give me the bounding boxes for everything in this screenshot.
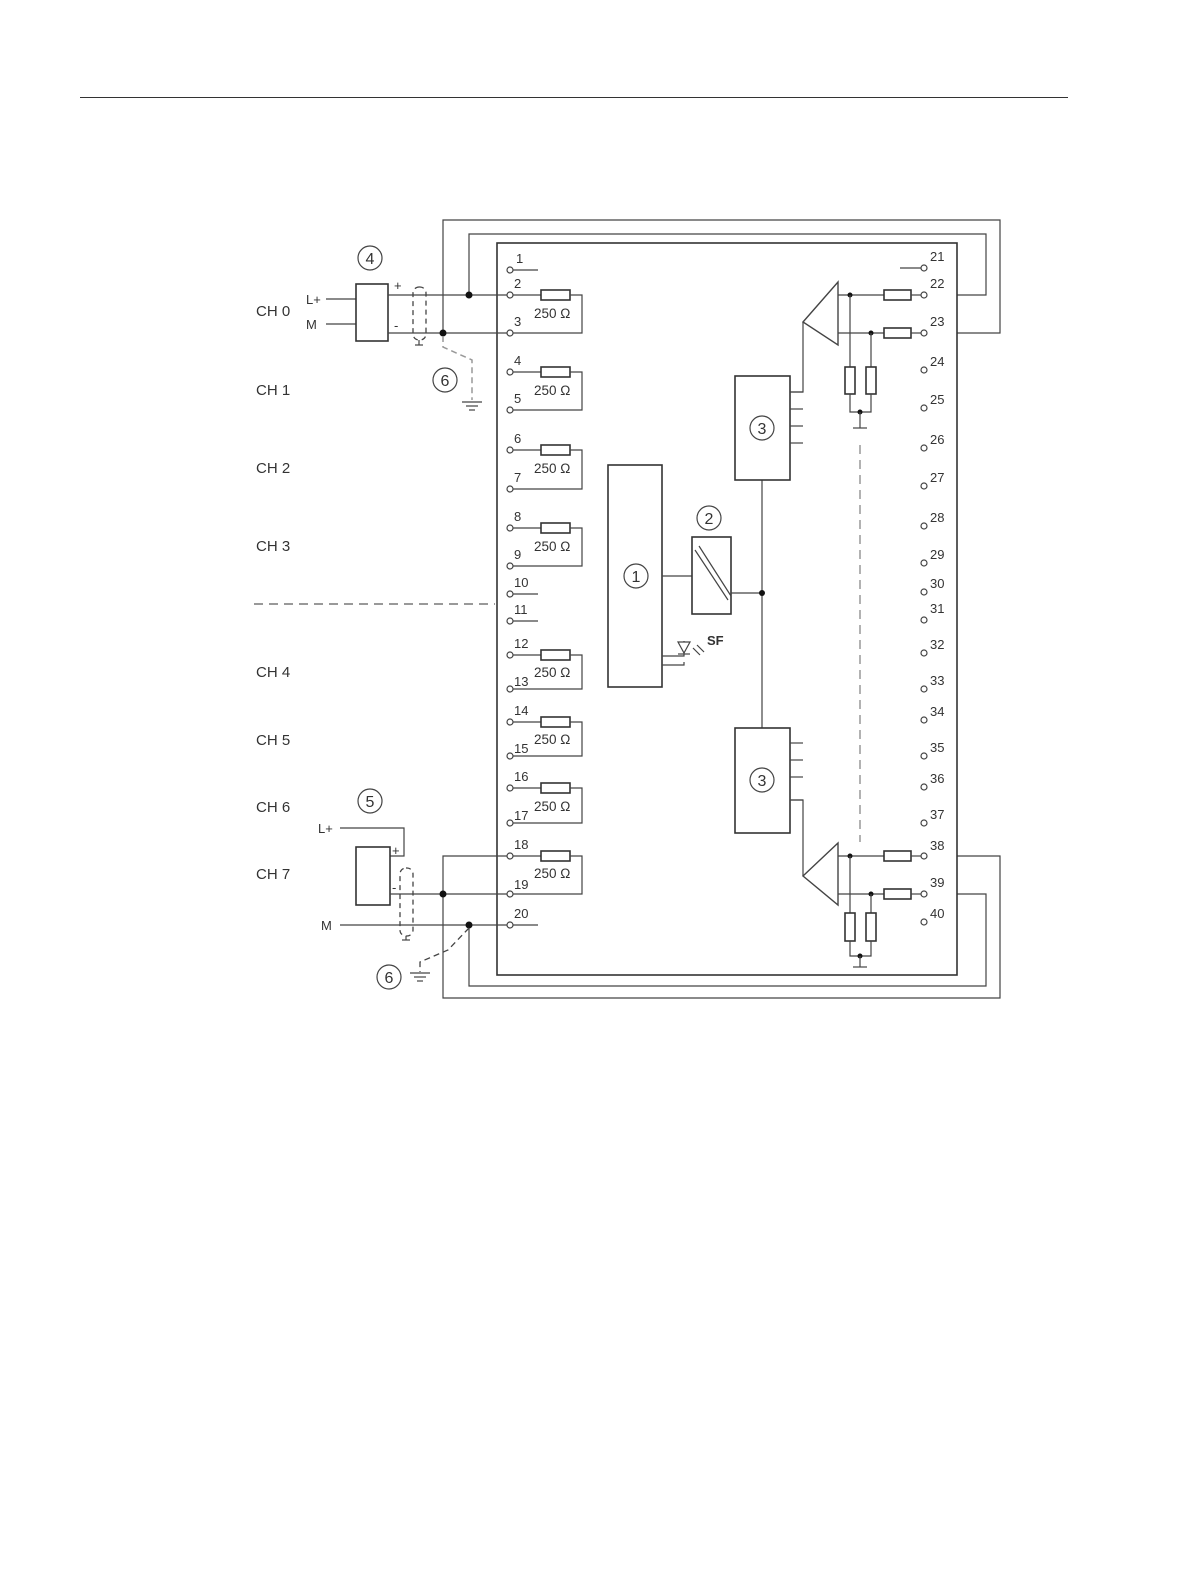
- transducer-5: 5 L+ + - M 6: [318, 789, 507, 989]
- pin-label-7: 7: [514, 470, 521, 485]
- pin-label-10: 10: [514, 575, 528, 590]
- channel-label-7: CH 7: [256, 866, 290, 883]
- pin-label-4: 4: [514, 353, 521, 368]
- pin-label-12: 12: [514, 636, 528, 651]
- ch7-plus-label: +: [392, 843, 400, 858]
- channel-label-4: CH 4: [256, 664, 290, 681]
- pin-label-37: 37: [930, 807, 944, 822]
- resistor-label-ch5: 250 Ω: [534, 732, 570, 747]
- transducer-4: 4 L+ M + - 6: [306, 246, 507, 410]
- callout-5: 5: [366, 794, 375, 811]
- ch0-plus-label: +: [394, 278, 402, 293]
- pin-label-19: 19: [514, 877, 528, 892]
- ch0-lplus-label: L+: [306, 292, 321, 307]
- pin-label-2: 2: [514, 276, 521, 291]
- shield-ch7: [400, 868, 413, 936]
- pin-label-16: 16: [514, 769, 528, 784]
- resistor-label-ch7: 250 Ω: [534, 866, 570, 881]
- callout-6b: 6: [385, 970, 394, 987]
- pin-label-24: 24: [930, 354, 944, 369]
- ch7-minus-label: -: [392, 880, 396, 895]
- pin-label-22: 22: [930, 276, 944, 291]
- pin-label-26: 26: [930, 432, 944, 447]
- pin-label-30: 30: [930, 576, 944, 591]
- pin-label-40: 40: [930, 906, 944, 921]
- transducer-5-box: [356, 847, 390, 905]
- callout-4: 4: [366, 251, 375, 268]
- pin-label-6: 6: [514, 431, 521, 446]
- pin-label-20: 20: [514, 906, 528, 921]
- pin-label-17: 17: [514, 808, 528, 823]
- transducer-4-box: [356, 284, 388, 341]
- channel-label-0: CH 0: [256, 303, 290, 320]
- pin-label-15: 15: [514, 741, 528, 756]
- pin-label-33: 33: [930, 673, 944, 688]
- pin-label-39: 39: [930, 875, 944, 890]
- channel-labels: CH 0 CH 1 CH 2 CH 3 CH 4 CH 5 CH 6 CH 7: [256, 303, 290, 883]
- channel-label-5: CH 5: [256, 732, 290, 749]
- resistor-label-ch0: 250 Ω: [534, 306, 570, 321]
- resistor-label-ch1: 250 Ω: [534, 383, 570, 398]
- pin-label-31: 31: [930, 601, 944, 616]
- resistor-label-ch6: 250 Ω: [534, 799, 570, 814]
- ch7-m-label: M: [321, 918, 332, 933]
- pin-label-21: 21: [930, 249, 944, 264]
- callout-3-bottom: 3: [758, 773, 767, 790]
- pin-label-9: 9: [514, 547, 521, 562]
- pin-label-14: 14: [514, 703, 528, 718]
- callout-1: 1: [632, 569, 641, 586]
- resistor-label-ch2: 250 Ω: [534, 461, 570, 476]
- pin-label-29: 29: [930, 547, 944, 562]
- pin-label-25: 25: [930, 392, 944, 407]
- pin-label-11: 11: [514, 602, 528, 617]
- pin-label-3: 3: [514, 314, 521, 329]
- ch7-lplus-label: L+: [318, 821, 333, 836]
- pin-label-1: 1: [516, 251, 523, 266]
- resistor-label-ch3: 250 Ω: [534, 539, 570, 554]
- pin-label-27: 27: [930, 470, 944, 485]
- pin-label-23: 23: [930, 314, 944, 329]
- callout-6a: 6: [441, 373, 450, 390]
- sf-label: SF: [707, 633, 724, 648]
- pin-label-32: 32: [930, 637, 944, 652]
- pin-label-36: 36: [930, 771, 944, 786]
- callout-3-top: 3: [758, 421, 767, 438]
- channel-label-6: CH 6: [256, 799, 290, 816]
- pin-label-5: 5: [514, 391, 521, 406]
- pin-label-8: 8: [514, 509, 521, 524]
- callout-2: 2: [705, 511, 714, 528]
- pin-label-13: 13: [514, 674, 528, 689]
- channel-label-2: CH 2: [256, 460, 290, 477]
- pin-label-35: 35: [930, 740, 944, 755]
- ch0-minus-label: -: [394, 318, 398, 333]
- pin-label-38: 38: [930, 838, 944, 853]
- channel-label-1: CH 1: [256, 382, 290, 399]
- pin-label-28: 28: [930, 510, 944, 525]
- pin-label-34: 34: [930, 704, 944, 719]
- ch0-m-label: M: [306, 317, 317, 332]
- channel-label-3: CH 3: [256, 538, 290, 555]
- pin-label-18: 18: [514, 837, 528, 852]
- resistor-label-ch4: 250 Ω: [534, 665, 570, 680]
